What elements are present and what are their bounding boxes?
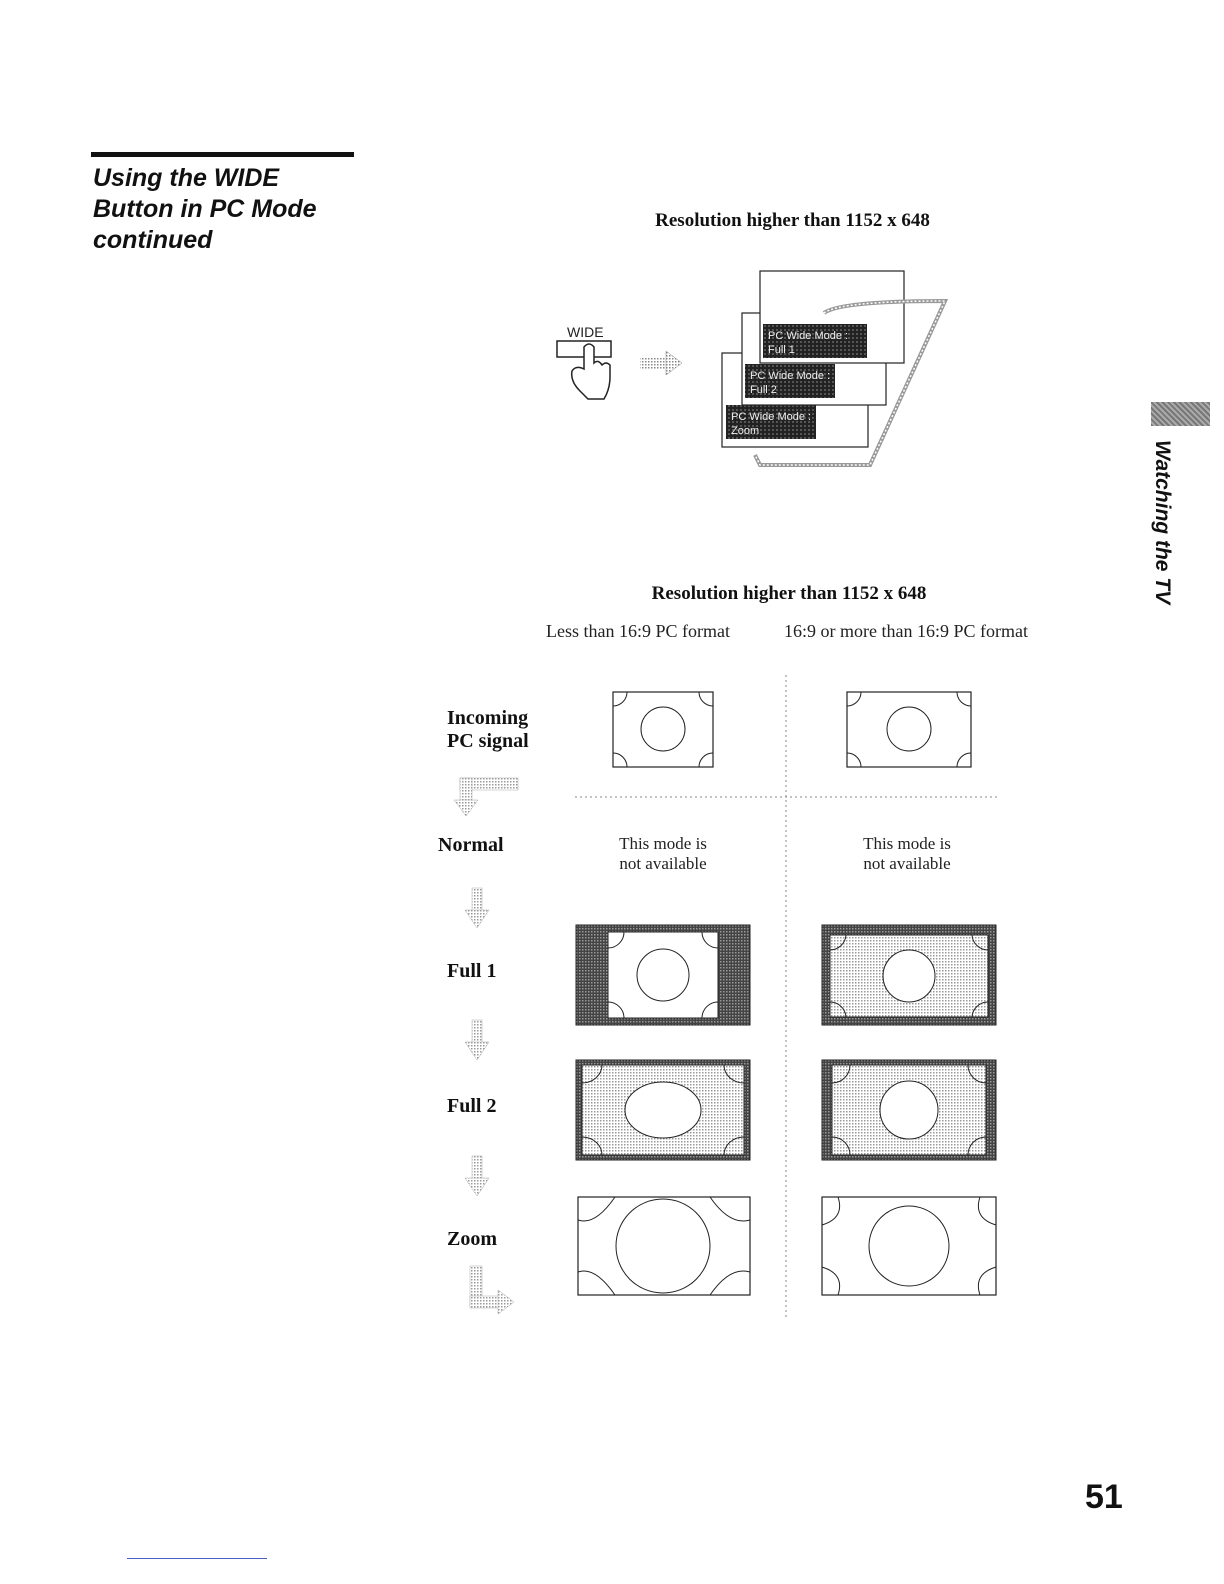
row-label-normal: Normal: [438, 834, 504, 856]
osd-zoom-line2: Zoom: [731, 425, 759, 437]
wide-cycle-diagram: WIDE PC Wide Mode : Zoom PC Wide Mode : …: [556, 270, 949, 467]
row-label-incoming-line1: Incoming: [447, 707, 529, 729]
flow-arrow-start-icon: [453, 777, 519, 817]
full2-right-screen-icon: [821, 1059, 997, 1161]
row-label-full1: Full 1: [447, 960, 497, 982]
osd-full1-line2: Full 1: [768, 344, 795, 356]
row-label-full2: Full 2: [447, 1095, 497, 1117]
page-number: 51: [1085, 1478, 1123, 1516]
not-available-right-line2: not available: [863, 854, 951, 873]
osd-zoom-line1: PC Wide Mode :: [731, 411, 811, 423]
not-available-left-line2: not available: [619, 854, 707, 873]
flow-arrow-down-3-icon: [464, 1155, 490, 1197]
not-available-left-line1: This mode is: [619, 834, 707, 853]
side-tab-label: Watching the TV: [1151, 440, 1174, 605]
full1-left-screen-icon: [575, 924, 751, 1026]
osd-full2-line2: Full 2: [750, 384, 777, 396]
flow-arrow-down-1-icon: [464, 887, 490, 929]
mode-table-graphics: [453, 675, 998, 1320]
zoom-right-screen-icon: [821, 1196, 997, 1296]
flow-arrow-down-2-icon: [464, 1019, 490, 1061]
incoming-left-screen-icon: [612, 691, 714, 768]
section-rule: [91, 152, 354, 157]
section-title-line2: Button in PC Mode: [93, 195, 317, 223]
column-head-more-than: 16:9 or more than 16:9 PC format: [784, 621, 1028, 641]
section-title-line3: continued: [93, 226, 213, 254]
table-heading: Resolution higher than 1152 x 648: [651, 583, 927, 604]
not-available-right-line1: This mode is: [863, 834, 951, 853]
section-title: Using the WIDE Button in PC Mode continu…: [93, 163, 393, 256]
not-available-left: This mode is not available: [563, 834, 763, 874]
footer-rule: [127, 1558, 267, 1559]
zoom-left-screen-icon: [577, 1196, 751, 1296]
osd-full1-line1: PC Wide Mode :: [768, 330, 848, 342]
column-head-less-than: Less than 16:9 PC format: [546, 621, 730, 641]
wide-button-label: WIDE: [567, 324, 604, 340]
not-available-right: This mode is not available: [807, 834, 1007, 874]
side-tab-marker: [1151, 402, 1210, 426]
row-label-incoming: Incoming PC signal: [447, 707, 529, 753]
incoming-right-screen-icon: [846, 691, 972, 768]
pointing-hand-icon: [570, 343, 611, 400]
osd-full2-line1: PC Wide Mode :: [750, 370, 830, 382]
section-title-line1: Using the WIDE: [93, 164, 280, 192]
cycle-heading: Resolution higher than 1152 x 648: [655, 210, 930, 231]
row-label-zoom: Zoom: [447, 1228, 497, 1250]
full1-right-screen-icon: [821, 924, 997, 1026]
screen-full1: PC Wide Mode : Full 1: [759, 270, 905, 364]
flow-arrow-end-icon: [469, 1265, 515, 1315]
full2-left-screen-icon: [575, 1059, 751, 1161]
row-label-incoming-line2: PC signal: [447, 730, 529, 752]
right-arrow-icon: [640, 350, 683, 376]
